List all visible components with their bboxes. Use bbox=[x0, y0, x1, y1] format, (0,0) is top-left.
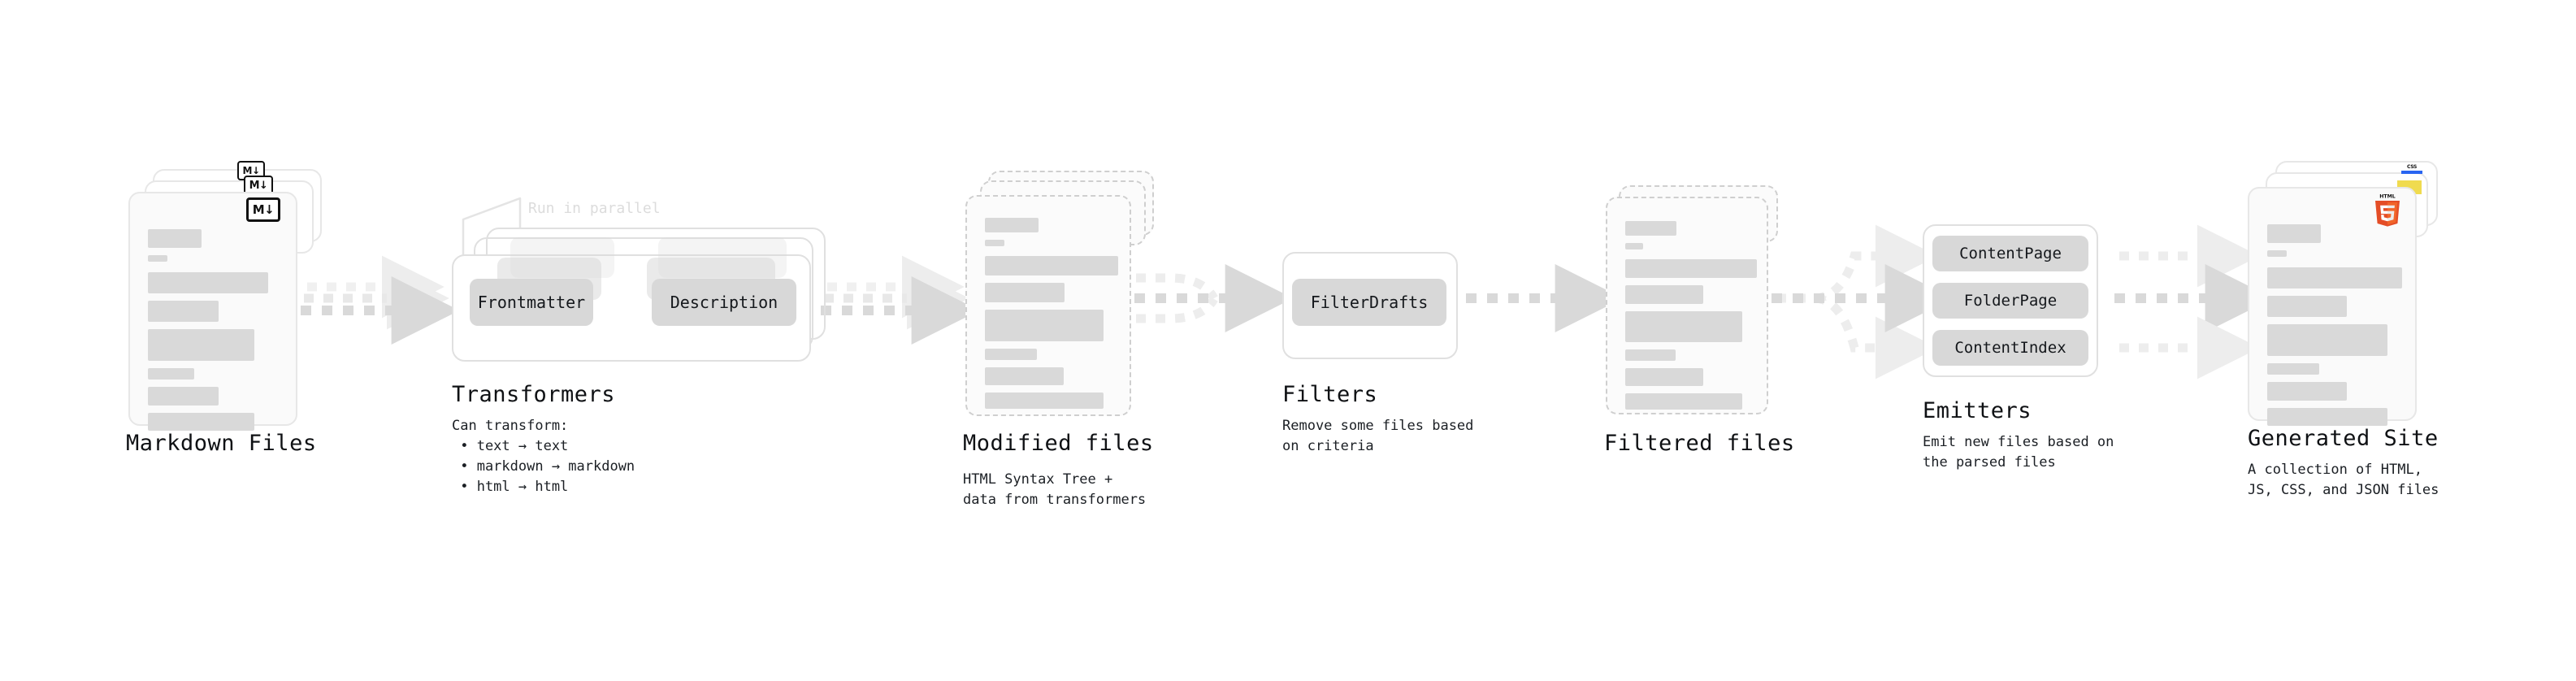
stage-title-filtered-files: Filtered files bbox=[1604, 431, 1795, 456]
connector-transformers-to-modified bbox=[821, 255, 980, 345]
markdown-line-placeholders bbox=[148, 229, 278, 438]
stage-subtitle-transformers: Can transform: • text → text • markdown … bbox=[452, 418, 635, 495]
run-in-parallel-label: Run in parallel bbox=[528, 200, 661, 217]
line-placeholder bbox=[985, 283, 1065, 302]
filter-node-filterdrafts[interactable]: FilterDrafts bbox=[1292, 279, 1446, 326]
line-placeholder bbox=[148, 329, 254, 361]
emitter-node-contentindex[interactable]: ContentIndex bbox=[1932, 330, 2088, 366]
stage-title-emitters: Emitters bbox=[1923, 398, 2032, 423]
modified-line-placeholders bbox=[985, 218, 1118, 416]
line-placeholder bbox=[1625, 368, 1703, 386]
line-placeholder bbox=[985, 218, 1039, 232]
line-placeholder bbox=[1625, 311, 1742, 342]
line-placeholder bbox=[2267, 408, 2387, 426]
html5-shield-icon: HTML bbox=[2375, 194, 2400, 227]
line-placeholder bbox=[1625, 285, 1703, 304]
css3-badge: CSS bbox=[2401, 165, 2422, 176]
line-placeholder bbox=[985, 367, 1064, 385]
stage-subtitle-modified-files: HTML Syntax Tree + data from transformer… bbox=[963, 471, 1147, 508]
line-placeholder bbox=[1625, 349, 1676, 361]
line-placeholder bbox=[148, 387, 219, 406]
connector-filtered-to-emitters bbox=[1772, 224, 1954, 380]
line-placeholder bbox=[1625, 221, 1676, 236]
modified-doc-front bbox=[965, 195, 1131, 416]
stage-title-markdown-files: Markdown Files bbox=[126, 431, 317, 456]
line-placeholder bbox=[985, 393, 1104, 409]
css-badge-bar bbox=[2401, 171, 2422, 174]
line-placeholder bbox=[148, 272, 268, 293]
filtered-doc-front bbox=[1606, 197, 1768, 414]
stage-title-filters: Filters bbox=[1282, 382, 1378, 407]
markdown-badge: M↓ bbox=[246, 197, 280, 222]
line-placeholder bbox=[1625, 393, 1742, 410]
transformer-node-description[interactable]: Description bbox=[652, 279, 796, 326]
html5-badge: HTML bbox=[2374, 193, 2401, 227]
line-placeholder bbox=[148, 413, 254, 431]
stage-title-transformers: Transformers bbox=[452, 382, 616, 407]
stage-title-modified-files: Modified files bbox=[963, 431, 1154, 456]
line-placeholder bbox=[1625, 259, 1757, 278]
line-placeholder bbox=[2267, 224, 2321, 243]
line-placeholder bbox=[148, 255, 167, 262]
connector-emitters-to-site bbox=[2114, 224, 2274, 380]
line-placeholder bbox=[148, 368, 194, 380]
line-placeholder bbox=[985, 349, 1037, 360]
line-placeholder bbox=[2267, 267, 2402, 288]
stage-subtitle-generated-site: A collection of HTML, JS, CSS, and JSON … bbox=[2248, 462, 2439, 498]
line-placeholder bbox=[985, 240, 1004, 246]
css-badge-text: CSS bbox=[2407, 164, 2417, 170]
line-placeholder bbox=[985, 310, 1104, 341]
line-placeholder bbox=[2267, 324, 2387, 356]
transformer-node-frontmatter[interactable]: Frontmatter bbox=[470, 279, 593, 326]
stage-subtitle-emitters: Emit new files based on the parsed files bbox=[1923, 434, 2114, 471]
emitter-node-folderpage[interactable]: FolderPage bbox=[1932, 283, 2088, 319]
svg-text:HTML: HTML bbox=[2379, 194, 2396, 200]
emitter-node-contentpage[interactable]: ContentPage bbox=[1932, 236, 2088, 271]
connector-modified-to-filters bbox=[1134, 264, 1294, 332]
site-line-placeholders bbox=[2267, 224, 2402, 433]
line-placeholder bbox=[1625, 243, 1643, 249]
line-placeholder bbox=[2267, 363, 2319, 375]
line-placeholder bbox=[148, 229, 202, 248]
connector-md-to-transformers bbox=[301, 255, 460, 345]
line-placeholder bbox=[985, 256, 1118, 275]
stage-subtitle-filters: Remove some files based on criteria bbox=[1282, 418, 1474, 454]
line-placeholder bbox=[2267, 382, 2347, 401]
stage-title-generated-site: Generated Site bbox=[2248, 426, 2439, 451]
line-placeholder bbox=[148, 301, 219, 322]
markdown-doc-front bbox=[128, 192, 297, 431]
line-placeholder bbox=[2267, 250, 2287, 257]
filtered-line-placeholders bbox=[1625, 221, 1757, 417]
line-placeholder bbox=[2267, 296, 2347, 317]
